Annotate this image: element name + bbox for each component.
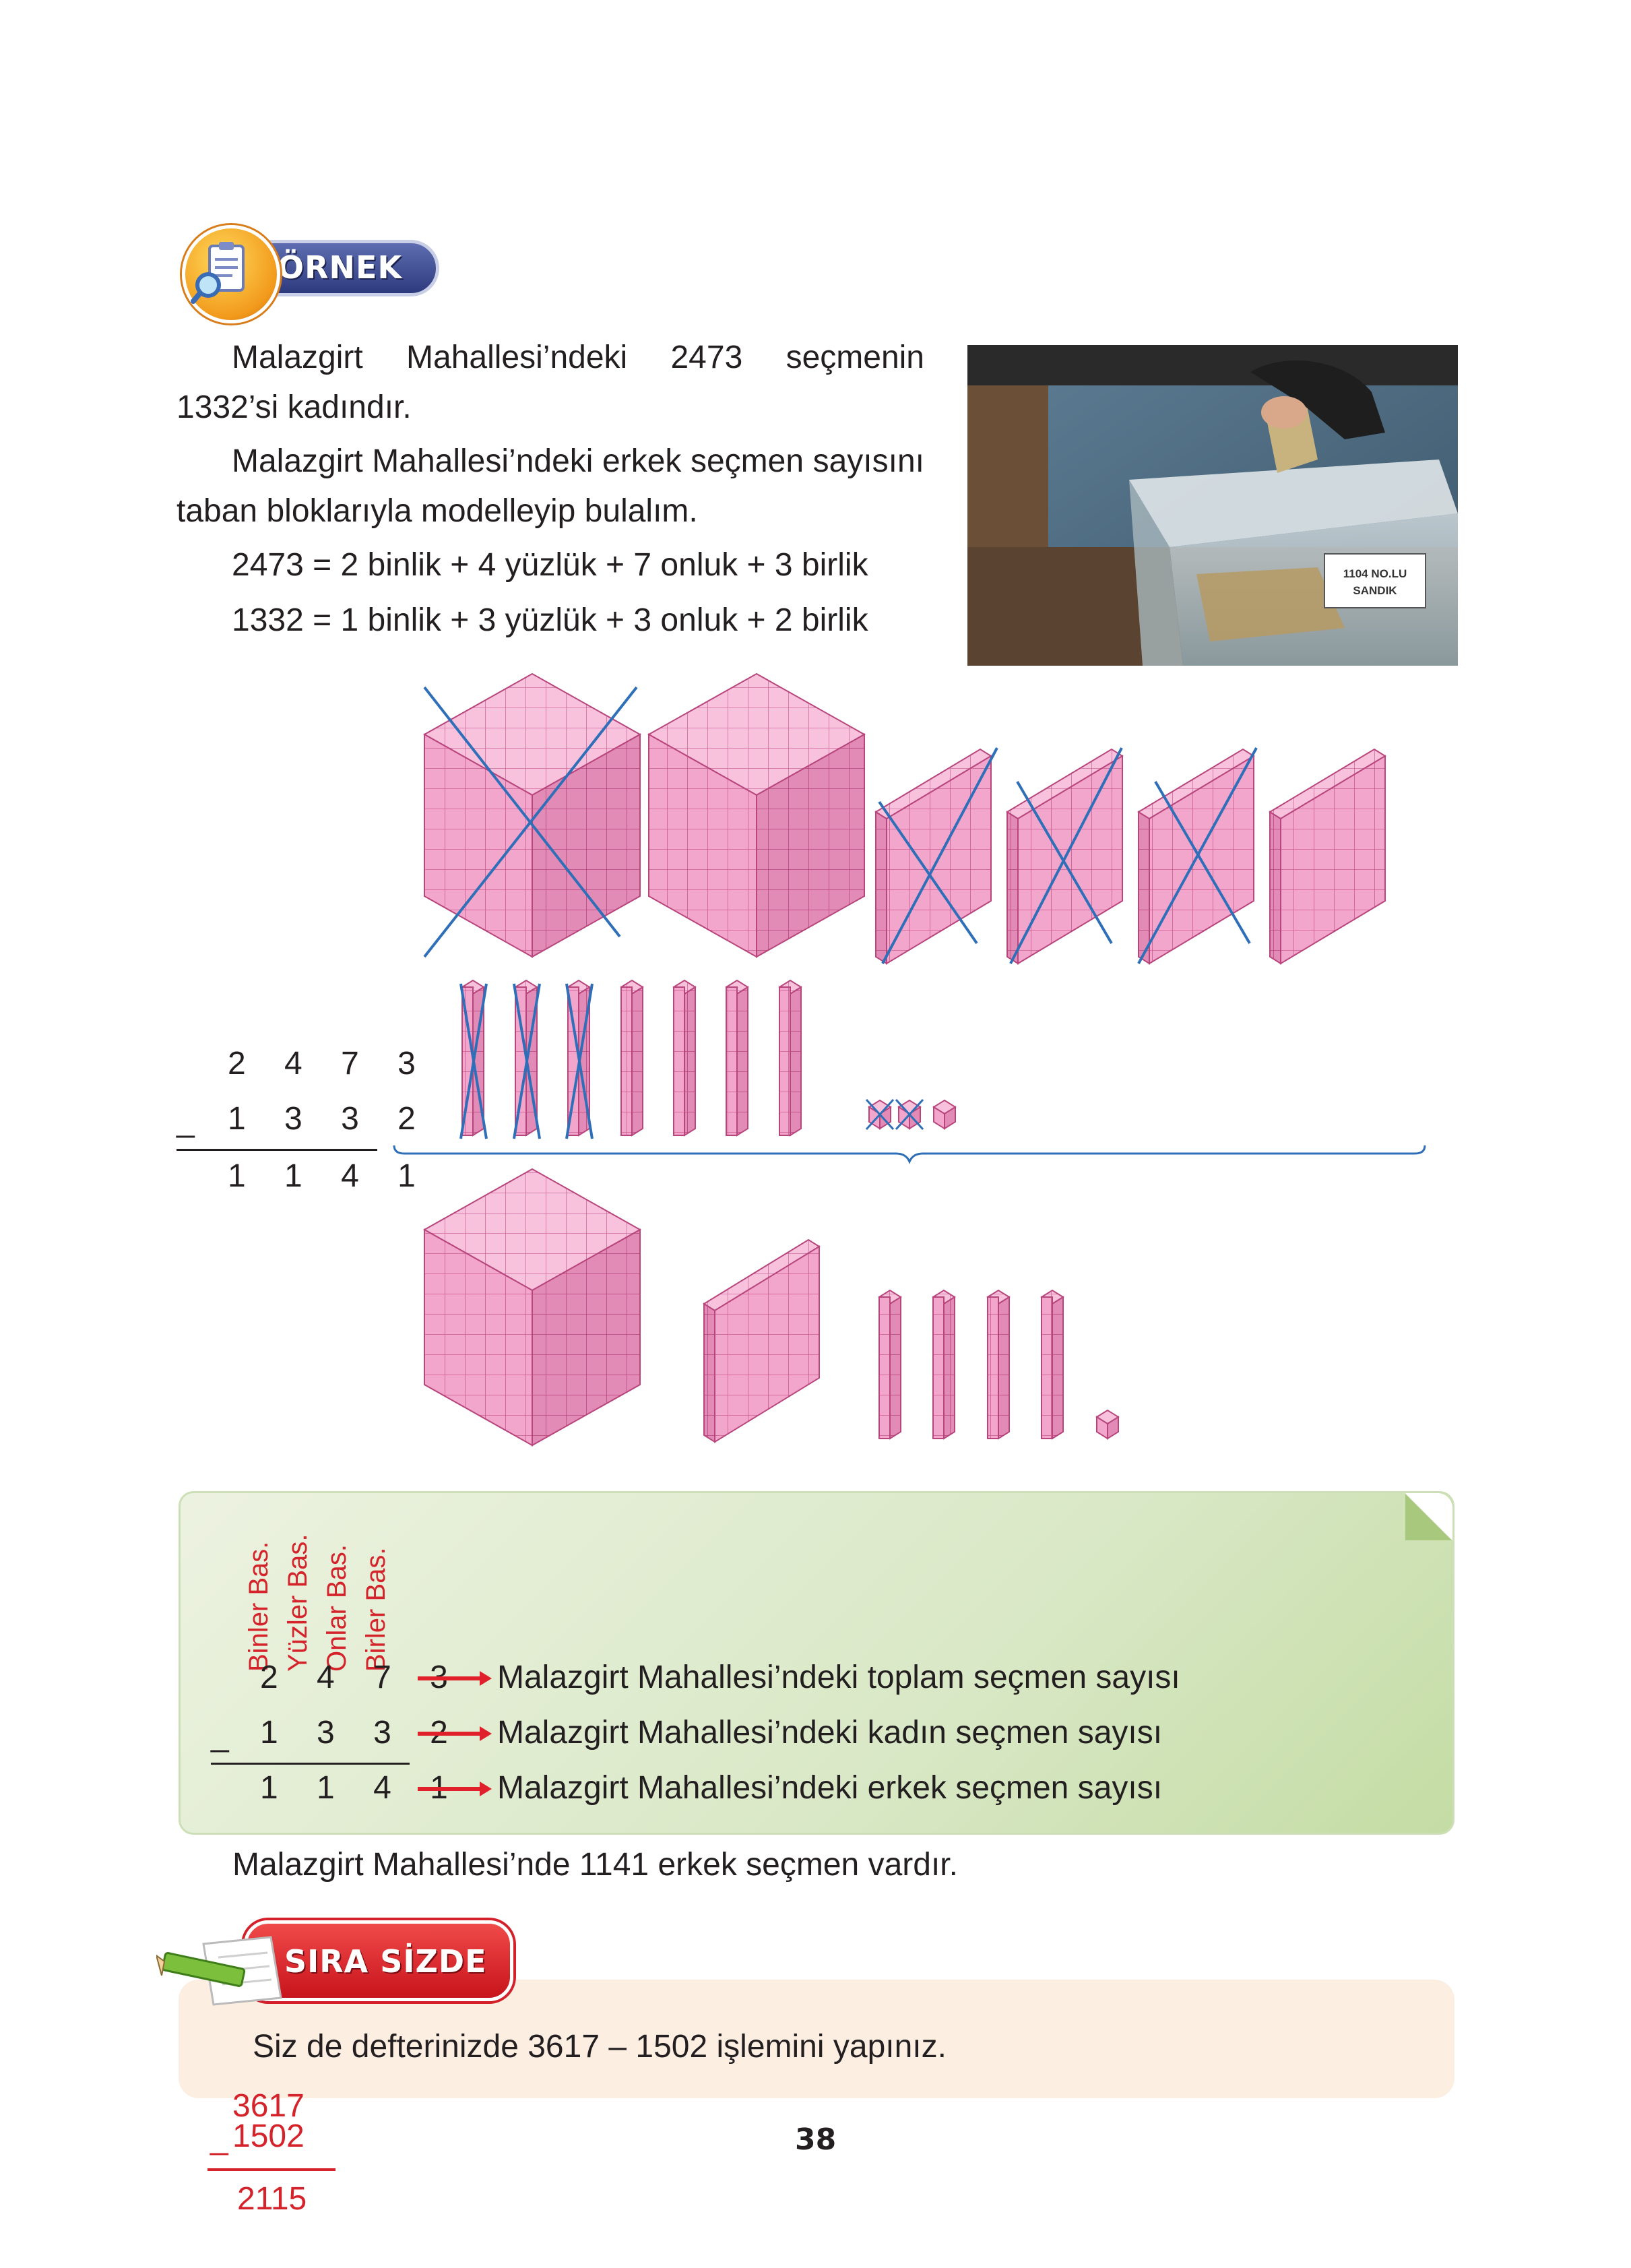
hundred-flat [703, 1238, 821, 1443]
subtraction-minus: _ [177, 1103, 210, 1139]
place-value-box: Binler Bas. Yüzler Bas. Onlar Bas. Birle… [179, 1491, 1454, 1835]
page-number: 38 [795, 2122, 837, 2157]
equation-2473: 2473 = 2 binlik + 4 yüzlük + 7 onluk + 3… [232, 547, 868, 583]
crossed-out-mark [565, 983, 594, 1139]
crossed-out-mark [513, 983, 541, 1139]
crossed-out-mark [459, 983, 488, 1139]
sira-sizde-badge: SIRA SİZDE [156, 1920, 520, 2008]
unit-cube [1095, 1409, 1120, 1440]
ten-rod [986, 1289, 1011, 1440]
ten-rod [878, 1289, 902, 1440]
arrow-right-icon [418, 1671, 492, 1686]
ten-rod [672, 979, 697, 1137]
ornek-label: ÖRNEK [278, 249, 403, 286]
pv-minus: _ [211, 1718, 244, 1753]
subtraction-bottom: 1 3 3 2 [228, 1101, 430, 1137]
problem-sentence-1: Malazgirt Mahallesi’ndeki 2473 seçmenin … [177, 340, 924, 425]
clipboard-magnifier-icon [182, 225, 280, 323]
base-ten-blocks-model [393, 672, 1426, 1447]
pv-row2-desc: Malazgirt Mahallesi’ndeki kadın seçmen s… [497, 1715, 1163, 1751]
ten-rod [725, 979, 749, 1137]
crossed-out-mark [1137, 747, 1258, 964]
sira-sizde-label: SIRA SİZDE [284, 1943, 487, 1980]
ten-rod [620, 979, 644, 1137]
photo-sign-line1: 1104 NO.LU [1343, 567, 1407, 580]
ten-rod [778, 979, 802, 1137]
header-birler: Birler Bas. [361, 1547, 391, 1672]
thousand-cube [422, 1168, 642, 1447]
ten-rod [932, 1289, 956, 1440]
arrow-right-icon [418, 1782, 492, 1796]
arrow-right-icon [418, 1726, 492, 1741]
thousand-cube [422, 672, 642, 958]
handwritten-minus: _ [210, 2120, 228, 2156]
pv-row3-desc: Malazgirt Mahallesi’ndeki erkek seçmen s… [497, 1770, 1163, 1806]
pv-line [211, 1763, 410, 1765]
crossed-out-mark [865, 1098, 895, 1131]
pv-row2-digits: 1 3 3 2 [260, 1715, 463, 1751]
thousand-cube [647, 672, 866, 958]
problem-sentence-2: Malazgirt Mahallesi’ndeki erkek seçmen s… [177, 443, 924, 529]
header-yuzler: Yüzler Bas. [283, 1534, 313, 1672]
crossed-out-mark [878, 747, 998, 964]
ballot-box-photo: 1104 NO.LU SANDIK [967, 345, 1458, 666]
pencil-paper-icon [156, 1936, 282, 2006]
pv-row1-digits: 2 4 7 3 [260, 1660, 463, 1695]
unit-cube [932, 1099, 957, 1130]
crossed-out-mark [1009, 747, 1123, 964]
subtraction-line [177, 1149, 377, 1151]
subtraction-top: 2 4 7 3 [228, 1046, 430, 1081]
pv-row1-desc: Malazgirt Mahallesi’ndeki toplam seçmen … [497, 1660, 1180, 1695]
crossed-out-mark [895, 1098, 924, 1131]
pv-row3-digits: 1 1 4 1 [260, 1770, 463, 1806]
hundred-flat [1269, 748, 1386, 965]
equation-1332: 1332 = 1 binlik + 3 yüzlük + 3 onluk + 2… [232, 602, 868, 638]
problem-text: Malazgirt Mahallesi’ndeki 2473 seçmenin … [177, 333, 924, 645]
ten-rod [567, 979, 591, 1137]
hundred-flat [874, 748, 992, 965]
crossed-out-mark [423, 686, 638, 958]
handwritten-line [207, 2168, 335, 2171]
handwritten-top: 3617 [232, 2088, 305, 2124]
subtraction-result: 1 1 4 1 [228, 1158, 430, 1194]
ten-rod [1040, 1289, 1064, 1440]
header-onlar: Onlar Bas. [322, 1544, 352, 1672]
handwritten-result: 2115 [237, 2181, 307, 2217]
handwritten-bottom: 1502 [232, 2118, 305, 2154]
conclusion-text: Malazgirt Mahallesi’nde 1141 erkek seçme… [232, 1847, 958, 1883]
header-binler: Binler Bas. [244, 1541, 274, 1672]
sira-sizde-task: Siz de defterinizde 3617 – 1502 işlemini… [253, 2029, 947, 2065]
photo-sign-line2: SANDIK [1353, 584, 1397, 597]
hundred-flat [1006, 748, 1124, 965]
grouping-brace [393, 1145, 1426, 1164]
page-curl [1405, 1493, 1452, 1540]
ornek-badge: ÖRNEK [177, 220, 446, 323]
